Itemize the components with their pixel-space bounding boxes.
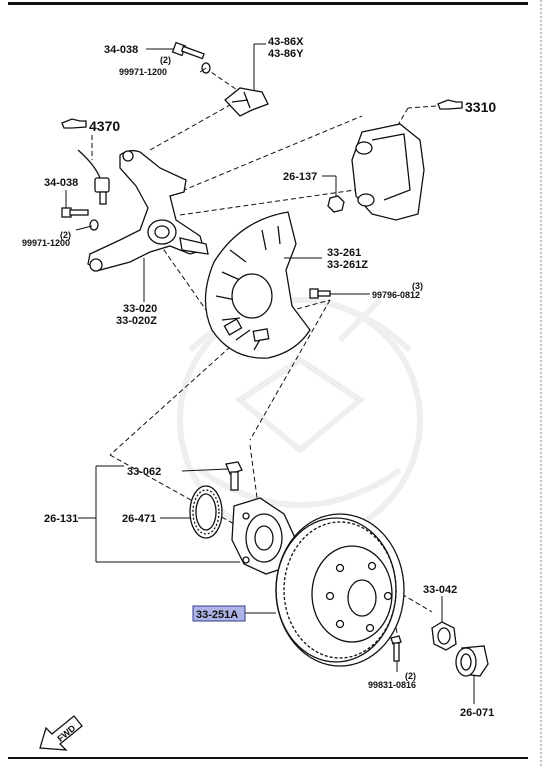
label-shield-b: 33-261Z bbox=[327, 259, 368, 271]
label-hub-bolt: 33-062 bbox=[127, 466, 161, 478]
label-knuckle-a: 33-020 bbox=[123, 303, 157, 315]
shield-screw bbox=[309, 288, 331, 299]
label-bracket-b: 43-86Y bbox=[268, 48, 304, 60]
rotor-screw bbox=[390, 635, 402, 662]
hub-nut bbox=[431, 621, 457, 651]
bolt-34-038-left bbox=[61, 207, 89, 218]
label-ref-3310: 3310 bbox=[465, 99, 496, 115]
label-screw: 99796-0812 bbox=[372, 290, 420, 300]
bracket-43-86 bbox=[224, 87, 269, 117]
ref-4370-group: 4370 bbox=[61, 118, 120, 134]
label-bolt-left: 34-038 bbox=[44, 177, 78, 189]
label-bolt-top: 34-038 bbox=[104, 44, 138, 56]
grease-cap bbox=[455, 645, 489, 677]
pointing-hand-icon bbox=[61, 118, 87, 129]
brake-rotor bbox=[275, 513, 405, 667]
label-caliper-nut: 26-137 bbox=[283, 171, 317, 183]
label-rotor-screw: 99831-0816 bbox=[368, 680, 416, 690]
bolt-34-038-top bbox=[171, 41, 205, 60]
label-abs-ring: 26-471 bbox=[122, 513, 156, 525]
label-ref-4370: 4370 bbox=[89, 118, 120, 134]
label-washer-left-qty: (2) bbox=[60, 230, 71, 240]
label-screw-qty: (3) bbox=[412, 281, 423, 291]
steering-knuckle bbox=[87, 149, 209, 272]
top-border bbox=[8, 2, 528, 5]
label-grease-cap: 26-071 bbox=[460, 707, 494, 719]
abs-sensor bbox=[77, 149, 110, 205]
label-rotor[interactable]: 33-251A bbox=[196, 609, 238, 621]
label-washer-left: 99971-1200 bbox=[22, 238, 70, 248]
pointing-hand-icon bbox=[437, 99, 463, 110]
hub-bolt bbox=[225, 461, 243, 491]
label-shield-a: 33-261 bbox=[327, 247, 361, 259]
label-knuckle-b: 33-020Z bbox=[116, 315, 157, 327]
label-group-outer: 26-131 bbox=[44, 513, 78, 525]
abs-tone-ring bbox=[189, 485, 223, 539]
wheel-hub bbox=[231, 497, 297, 575]
washer-left bbox=[89, 219, 99, 231]
ref-3310-group: 3310 bbox=[437, 99, 496, 115]
label-hub-nut: 33-042 bbox=[423, 584, 457, 596]
caliper-nut bbox=[327, 195, 345, 213]
label-washer-top: 99971-1200 bbox=[119, 67, 167, 77]
label-rotor-screw-qty: (2) bbox=[405, 671, 416, 681]
forward-arrow-icon: FWD bbox=[39, 715, 83, 751]
label-washer-top-qty: (2) bbox=[160, 55, 171, 65]
dust-shield bbox=[204, 211, 311, 359]
label-bracket-a: 43-86X bbox=[268, 36, 304, 48]
brake-caliper bbox=[351, 123, 425, 221]
